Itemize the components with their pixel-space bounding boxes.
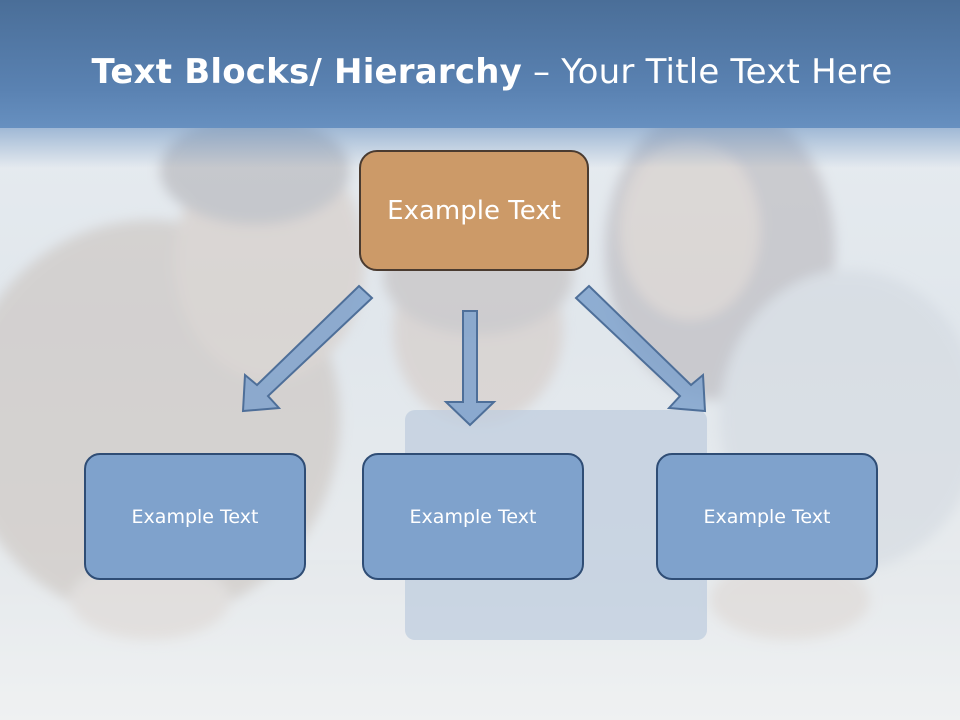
- slide-title-bold: Text Blocks/ Hierarchy: [91, 52, 523, 92]
- slide-title: Text Blocks/ Hierarchy – Your Title Text…: [0, 52, 960, 92]
- title-bar: [0, 0, 960, 128]
- arrow-left: [241, 284, 374, 413]
- child-block-2: Example Text: [362, 453, 584, 580]
- slide-title-regular: – Your Title Text Here: [522, 52, 893, 92]
- arrow-center: [443, 310, 497, 427]
- child-block-1: Example Text: [84, 453, 306, 580]
- top-block: Example Text: [359, 150, 589, 271]
- arrow-right: [574, 284, 707, 413]
- child-block-3: Example Text: [656, 453, 878, 580]
